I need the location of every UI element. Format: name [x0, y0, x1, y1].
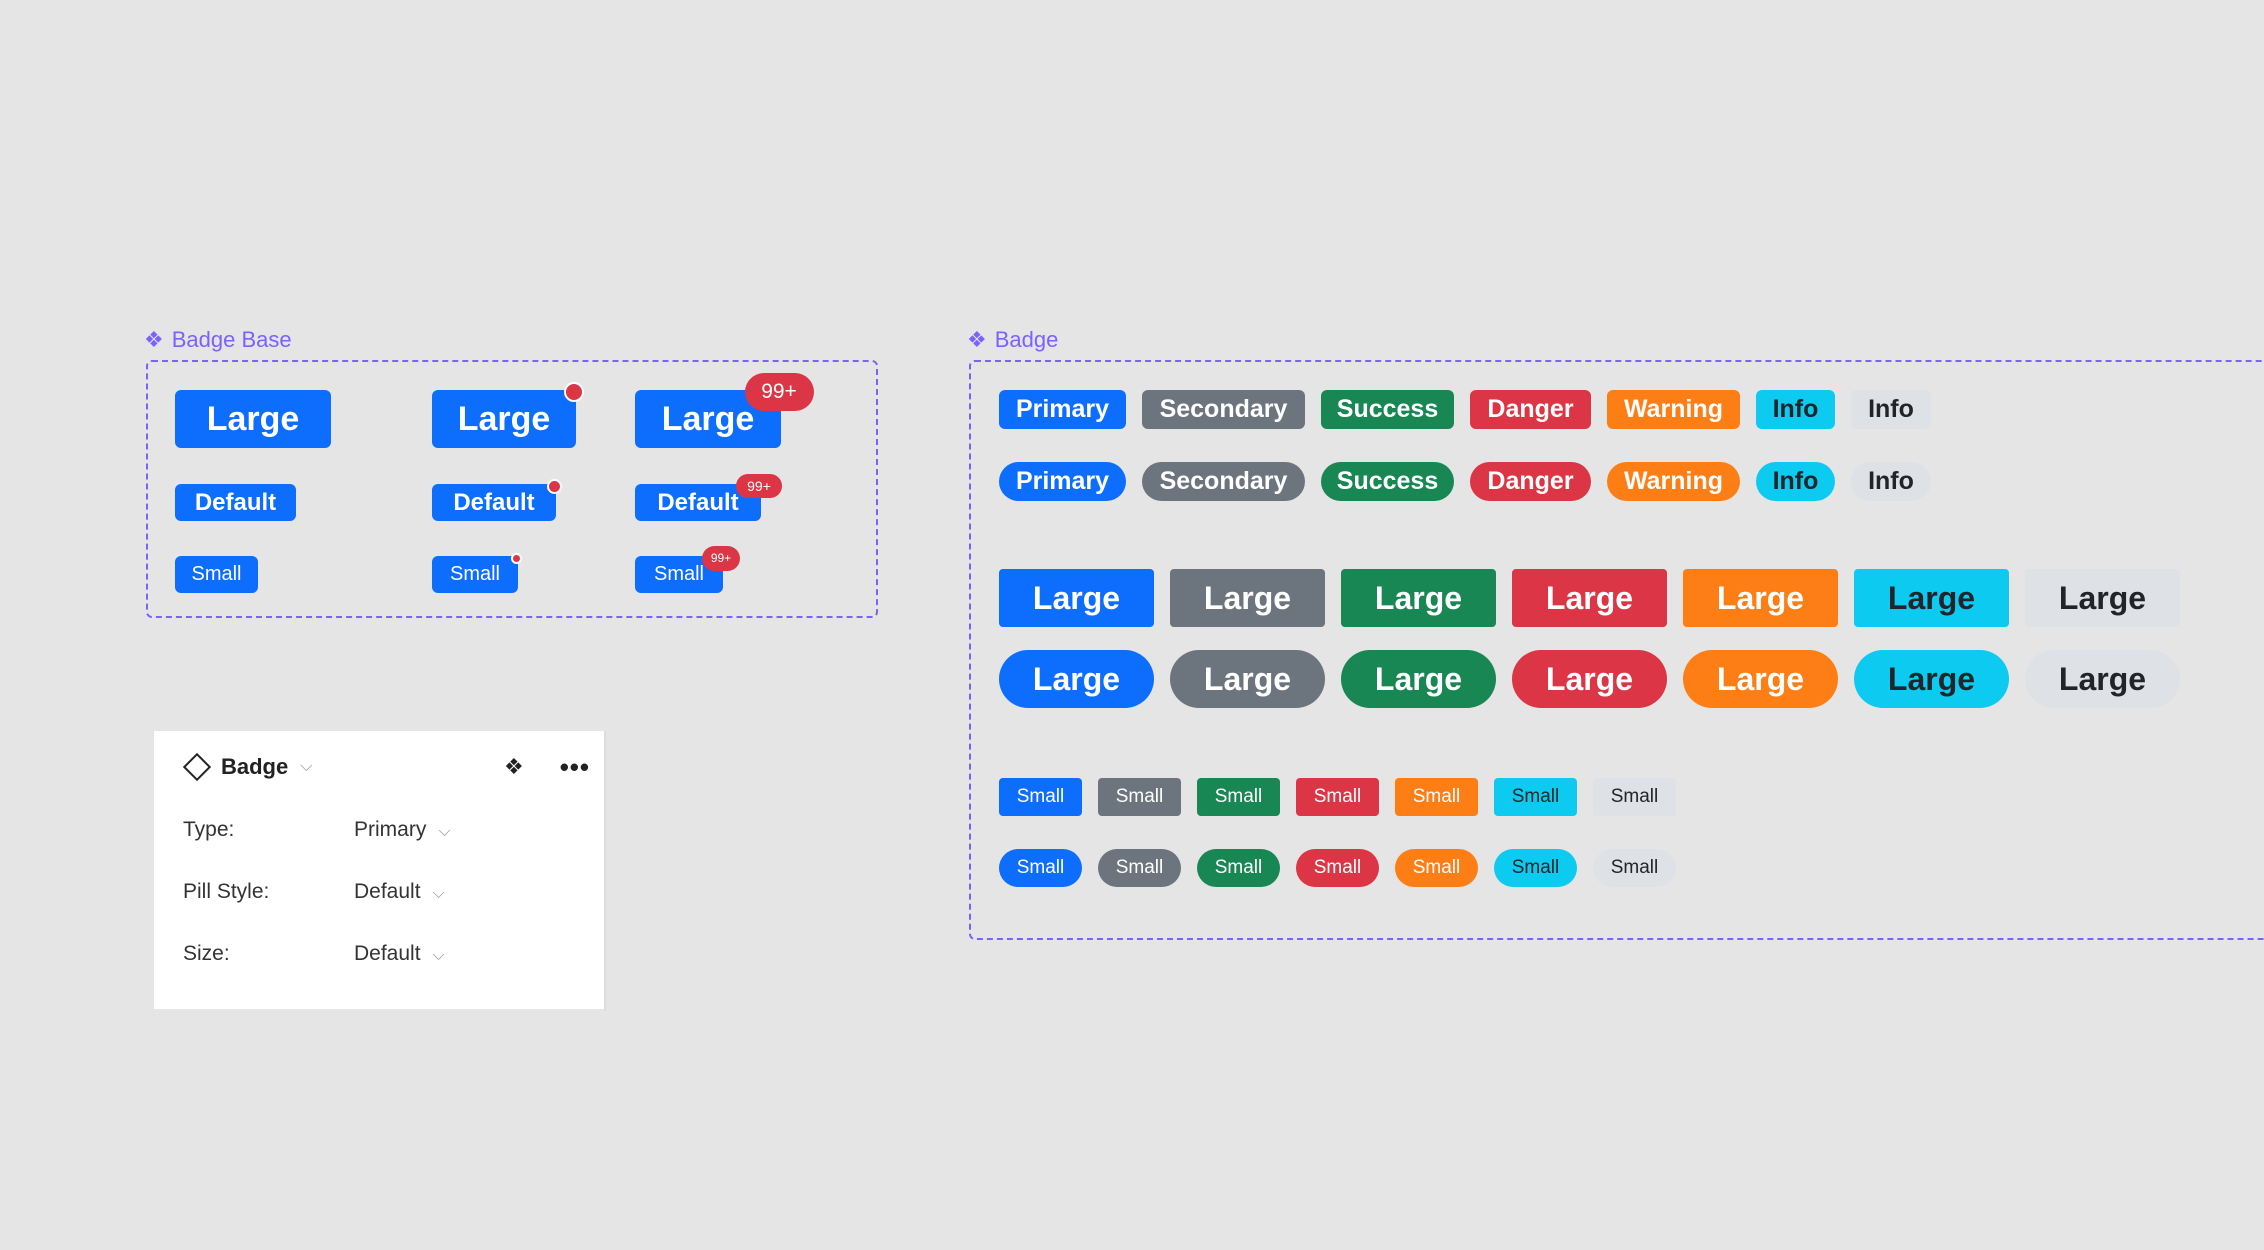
notification-dot	[564, 382, 584, 402]
badge-default[interactable]: Default	[432, 484, 556, 521]
badge-large-success[interactable]: Large	[1341, 569, 1496, 627]
badge-small-info[interactable]: Small	[1494, 778, 1577, 816]
badge-light-pill[interactable]: Info	[1851, 462, 1931, 501]
property-size: Size: Default ⌵	[183, 942, 583, 972]
badge-primary-pill[interactable]: Primary	[999, 462, 1126, 501]
badge-frame-label[interactable]: ❖ Badge	[967, 327, 1058, 353]
badge-light[interactable]: Info	[1851, 390, 1931, 429]
badge-warning[interactable]: Warning	[1607, 390, 1740, 429]
badge-large-light[interactable]: Large	[2025, 569, 2180, 627]
property-label: Pill Style:	[183, 880, 270, 903]
notification-count-badge: 99+	[736, 474, 782, 498]
select-value: Primary	[354, 818, 427, 841]
badge-small-success-pill[interactable]: Small	[1197, 849, 1280, 887]
property-label: Type:	[183, 818, 235, 841]
badge-warning-pill[interactable]: Warning	[1607, 462, 1740, 501]
badge-info[interactable]: Info	[1756, 390, 1835, 429]
badge-primary[interactable]: Primary	[999, 390, 1126, 429]
badge-small-primary[interactable]: Small	[999, 778, 1082, 816]
badge-large-primary[interactable]: Large	[999, 569, 1154, 627]
go-to-main-component-icon[interactable]: ❖	[503, 754, 524, 779]
badge-frame[interactable]	[969, 360, 2264, 940]
size-select[interactable]: Default ⌵	[354, 942, 445, 966]
badge-large-warning[interactable]: Large	[1683, 569, 1838, 627]
notification-dot	[546, 478, 562, 494]
badge-small-success[interactable]: Small	[1197, 778, 1280, 816]
badge-small-warning-pill[interactable]: Small	[1395, 849, 1478, 887]
badge-large-secondary[interactable]: Large	[1170, 569, 1325, 627]
badge-large-info[interactable]: Large	[1854, 569, 2009, 627]
properties-panel: Badge ⌵ ❖ ••• Type: Primary ⌵ Pill Style:…	[154, 731, 604, 1011]
badge-danger[interactable]: Danger	[1470, 390, 1591, 429]
notification-count-badge: 99+	[744, 373, 814, 411]
chevron-down-icon: ⌵	[432, 947, 445, 964]
badge-large-light-pill[interactable]: Large	[2025, 650, 2180, 708]
badge-large-success-pill[interactable]: Large	[1341, 650, 1496, 708]
badge-success-pill[interactable]: Success	[1321, 462, 1454, 501]
property-type: Type: Primary ⌵	[183, 818, 583, 848]
badge-small-danger-pill[interactable]: Small	[1296, 849, 1379, 887]
badge-small-light-pill[interactable]: Small	[1593, 849, 1676, 887]
badge-success[interactable]: Success	[1321, 390, 1454, 429]
type-select[interactable]: Primary ⌵	[354, 818, 450, 842]
badge-base-frame-label[interactable]: ❖ Badge Base	[144, 327, 292, 353]
badge-default[interactable]: Default	[175, 484, 296, 521]
property-pill-style: Pill Style: Default ⌵	[183, 880, 583, 910]
badge-large-secondary-pill[interactable]: Large	[1170, 650, 1325, 708]
badge-large[interactable]: Large	[175, 390, 331, 448]
notification-dot	[510, 552, 522, 564]
select-value: Default	[354, 942, 421, 965]
badge-large-danger-pill[interactable]: Large	[1512, 650, 1667, 708]
notification-count-badge: 99+	[702, 545, 740, 571]
component-set-icon: ❖	[967, 327, 987, 352]
panel-header: Badge ⌵ ❖ •••	[182, 751, 590, 783]
badge-danger-pill[interactable]: Danger	[1470, 462, 1591, 501]
badge-small-secondary-pill[interactable]: Small	[1098, 849, 1181, 887]
component-set-icon: ❖	[144, 327, 164, 352]
badge-small-danger[interactable]: Small	[1296, 778, 1379, 816]
more-options-icon[interactable]: •••	[559, 751, 590, 782]
pill-style-select[interactable]: Default ⌵	[354, 880, 445, 904]
badge-large-warning-pill[interactable]: Large	[1683, 650, 1838, 708]
property-label: Size:	[183, 942, 230, 965]
badge-small-warning[interactable]: Small	[1395, 778, 1478, 816]
chevron-down-icon[interactable]: ⌵	[300, 758, 313, 775]
badge-large-info-pill[interactable]: Large	[1854, 650, 2009, 708]
badge-small-secondary[interactable]: Small	[1098, 778, 1181, 816]
badge-base-frame[interactable]	[146, 360, 878, 618]
badge-large-danger[interactable]: Large	[1512, 569, 1667, 627]
frame-title: Badge Base	[171, 327, 292, 352]
select-value: Default	[354, 880, 421, 903]
component-name[interactable]: Badge	[221, 754, 289, 779]
frame-title: Badge	[994, 327, 1059, 352]
badge-small-primary-pill[interactable]: Small	[999, 849, 1082, 887]
badge-secondary-pill[interactable]: Secondary	[1142, 462, 1305, 501]
chevron-down-icon: ⌵	[438, 823, 451, 840]
badge-large-primary-pill[interactable]: Large	[999, 650, 1154, 708]
badge-small[interactable]: Small	[175, 556, 258, 593]
chevron-down-icon: ⌵	[432, 885, 445, 902]
badge-info-pill[interactable]: Info	[1756, 462, 1835, 501]
badge-small-light[interactable]: Small	[1593, 778, 1676, 816]
badge-large[interactable]: Large	[432, 390, 576, 448]
badge-small-info-pill[interactable]: Small	[1494, 849, 1577, 887]
component-instance-icon	[182, 752, 212, 782]
badge-small[interactable]: Small	[432, 556, 518, 593]
badge-secondary[interactable]: Secondary	[1142, 390, 1305, 429]
